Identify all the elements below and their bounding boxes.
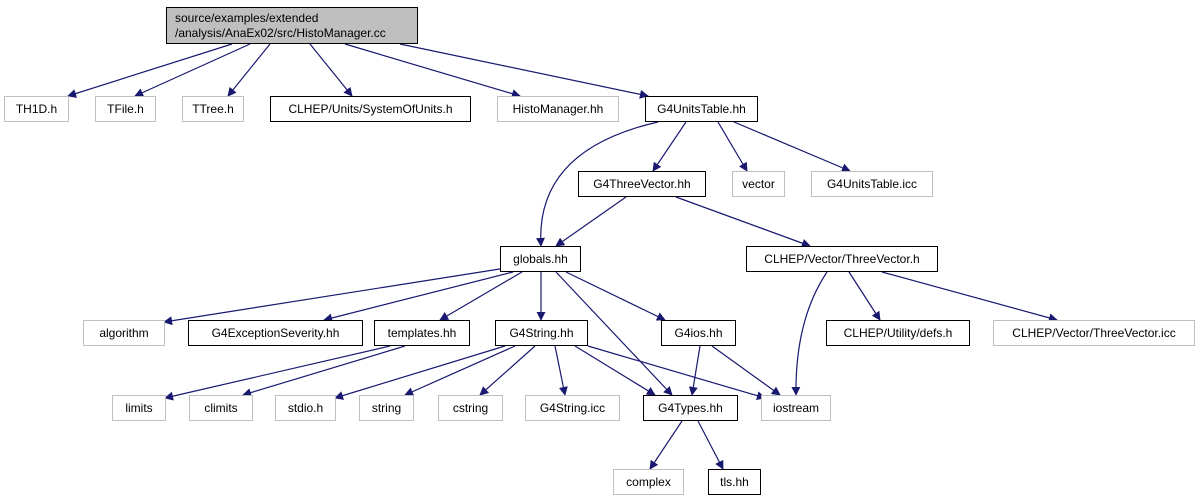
edge-g4string-to-iostream xyxy=(587,345,766,401)
edge-g4ios-to-iostream xyxy=(711,345,781,396)
edge-root-to-th1d xyxy=(67,43,233,98)
edge-clhep-threevector-h-to-clhep-threevector-icc xyxy=(881,271,1058,323)
node-string: string xyxy=(359,395,414,421)
node-algorithm: algorithm xyxy=(83,320,165,346)
edge-g4unitstable-hh-to-vector xyxy=(717,121,748,172)
edge-g4types-to-complex xyxy=(649,420,683,470)
node-tfile-h: TFile.h xyxy=(95,96,156,122)
edge-g4unitstable-hh-to-g4threevector xyxy=(652,121,687,172)
edge-g4string-to-g4types xyxy=(574,345,656,396)
edge-g4ios-to-g4types xyxy=(688,345,701,396)
node-templates-hh[interactable]: templates.hh xyxy=(374,320,470,346)
edge-globals-to-g4ios xyxy=(565,271,666,321)
edge-templates-to-limits xyxy=(164,345,391,401)
node-g4unitstable-hh[interactable]: G4UnitsTable.hh xyxy=(645,96,758,122)
edge-g4string-to-g4string-icc xyxy=(554,345,568,396)
edge-templates-to-climits xyxy=(242,345,406,397)
edge-root-to-g4unitstable-hh xyxy=(399,43,649,99)
node-tls-hh[interactable]: tls.hh xyxy=(708,469,761,495)
node-limits: limits xyxy=(112,395,166,421)
node-histomanager-cc[interactable]: source/examples/extended /analysis/AnaEx… xyxy=(166,7,418,44)
node-g4exceptionseverity-hh[interactable]: G4ExceptionSeverity.hh xyxy=(188,320,363,346)
edge-g4string-to-stdio xyxy=(334,345,506,400)
dependency-edges xyxy=(67,43,1058,470)
edge-g4types-to-tls xyxy=(697,420,724,470)
edge-globals-to-algorithm xyxy=(163,267,507,326)
edge-g4unitstable-hh-to-globals xyxy=(536,121,659,247)
edge-globals-to-g4types xyxy=(555,271,673,396)
node-iostream: iostream xyxy=(761,395,831,421)
edge-clhep-threevector-h-to-clhep-defs xyxy=(848,271,881,321)
node-clhep-system-of-units[interactable]: CLHEP/Units/SystemOfUnits.h xyxy=(270,96,471,122)
edge-globals-to-g4exception xyxy=(323,271,514,323)
edge-g4unitstable-hh-to-g4unitstable-icc xyxy=(733,121,851,172)
edge-g4threevector-to-globals xyxy=(555,196,627,247)
root-label-line2: /analysis/AnaEx02/src/HistoManager.cc xyxy=(175,25,386,40)
node-g4types-hh[interactable]: G4Types.hh xyxy=(643,395,738,421)
edge-g4string-to-cstring xyxy=(479,345,536,396)
node-complex: complex xyxy=(613,469,684,495)
node-g4string-hh[interactable]: G4String.hh xyxy=(495,320,588,346)
node-stdio-h: stdio.h xyxy=(275,395,336,421)
edge-root-to-clhep-units xyxy=(309,43,353,97)
node-g4string-icc: G4String.icc xyxy=(525,395,620,421)
node-clhep-threevector-icc: CLHEP/Vector/ThreeVector.icc xyxy=(993,320,1195,346)
edge-root-to-histomanager-hh xyxy=(344,43,521,99)
node-th1d-h: TH1D.h xyxy=(4,96,69,122)
edge-globals-to-templates xyxy=(439,271,523,321)
node-histomanager-hh: HistoManager.hh xyxy=(497,96,619,122)
node-ttree-h: TTree.h xyxy=(182,96,244,122)
node-g4threevector-hh[interactable]: G4ThreeVector.hh xyxy=(578,171,706,197)
edge-root-to-tfile xyxy=(134,43,251,97)
edge-g4threevector-to-clhep-threevector-h xyxy=(675,196,811,248)
node-clhep-utility-defs-h[interactable]: CLHEP/Utility/defs.h xyxy=(826,320,970,346)
node-g4ios-hh[interactable]: G4ios.hh xyxy=(661,320,736,346)
node-vector: vector xyxy=(732,171,785,197)
node-cstring: cstring xyxy=(438,395,503,421)
node-climits: climits xyxy=(189,395,253,421)
node-g4unitstable-icc: G4UnitsTable.icc xyxy=(811,171,933,197)
edge-g4string-to-string xyxy=(404,345,516,396)
edge-root-to-ttree xyxy=(227,43,271,97)
node-clhep-threevector-h[interactable]: CLHEP/Vector/ThreeVector.h xyxy=(746,246,938,272)
node-globals-hh[interactable]: globals.hh xyxy=(500,246,581,272)
root-label-line1: source/examples/extended xyxy=(175,10,319,25)
edge-clhep-threevector-h-to-iostream xyxy=(791,271,828,396)
